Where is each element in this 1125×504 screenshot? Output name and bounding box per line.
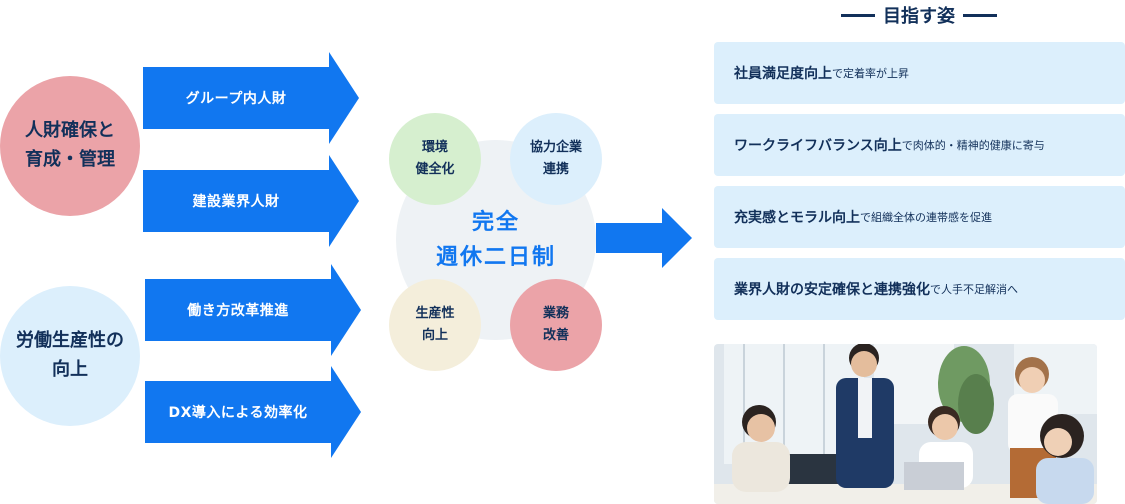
arrow-label: グループ内人財 (185, 91, 287, 107)
arrow-head (329, 52, 359, 144)
goal-item: 社員満足度向上 で定着率が上昇 (714, 42, 1125, 104)
goal-small: で定着率が上昇 (832, 67, 909, 80)
arrow-head (329, 155, 359, 247)
arrow-head (331, 366, 361, 458)
environment-circle: 環境 健全化 (389, 113, 481, 205)
goal-item: 業界人財の安定確保と連携強化 で人手不足解消へ (714, 258, 1125, 320)
goal-small: で人手不足解消へ (930, 283, 1018, 296)
productivity-small-circle: 生産性 向上 (389, 279, 481, 371)
goal-strong: ワークライフバランス向上 (734, 138, 902, 154)
goal-item: 充実感とモラル向上 で組織全体の連帯感を促進 (714, 186, 1125, 248)
goal-strong: 充実感とモラル向上 (734, 210, 860, 226)
arrow-construction-talent: 建設業界人財 (143, 155, 359, 251)
title-rule (841, 13, 875, 17)
goals-title: 目指す姿 (826, 2, 1012, 28)
arrow-group-talent: グループ内人財 (143, 52, 359, 148)
arrow-to-goals (596, 208, 694, 268)
goal-strong: 社員満足度向上 (734, 66, 832, 82)
arrow-head (331, 264, 361, 356)
talent-circle: 人財確保と 育成・管理 (0, 76, 140, 216)
partner-label: 協力企業 連携 (529, 139, 582, 177)
title-rule (963, 13, 997, 17)
environment-label: 環境 健全化 (415, 139, 455, 177)
arrow-label: 建設業界人財 (192, 194, 280, 210)
work-improvement-label: 業務 改善 (542, 305, 569, 343)
arrow-head (662, 208, 692, 268)
goal-strong: 業界人財の安定確保と連携強化 (734, 282, 930, 298)
arrow-dx-efficiency: DX導入による効率化 (145, 366, 361, 462)
productivity-small-label: 生産性 向上 (415, 305, 455, 343)
arrow-label: 働き方改革推進 (187, 303, 289, 319)
five-day-week-label: 完全 週休二日制 (435, 209, 556, 270)
goal-item: ワークライフバランス向上 で肉体的・精神的健康に寄与 (714, 114, 1125, 176)
office-team-photo (714, 344, 1097, 504)
goal-small: で組織全体の連帯感を促進 (860, 211, 992, 224)
goal-small: で肉体的・精神的健康に寄与 (901, 139, 1045, 152)
talent-circle-label: 人財確保と 育成・管理 (25, 120, 115, 170)
productivity-circle-label: 労働生産性の 向上 (16, 330, 124, 380)
work-improvement-circle: 業務 改善 (510, 279, 602, 371)
arrow-label: DX導入による効率化 (168, 405, 308, 421)
partner-circle: 協力企業 連携 (510, 113, 602, 205)
arrow-workstyle-reform: 働き方改革推進 (145, 264, 361, 360)
productivity-circle: 労働生産性の 向上 (0, 286, 140, 426)
goals-title-text: 目指す姿 (883, 6, 955, 27)
